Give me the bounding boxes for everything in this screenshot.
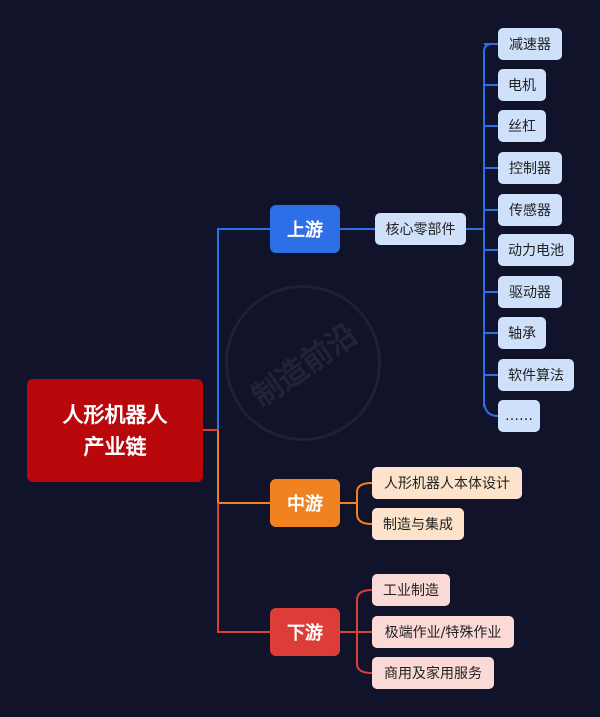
component-item: 传感器 bbox=[498, 194, 562, 226]
downstream-links bbox=[340, 589, 373, 674]
midstream-item: 制造与集成 bbox=[372, 508, 464, 540]
midstream-links bbox=[340, 482, 373, 525]
root-title-line2: 产业链 bbox=[83, 434, 147, 459]
component-item: 动力电池 bbox=[498, 234, 574, 266]
stage-downstream: 下游 bbox=[270, 608, 340, 656]
downstream-item: 极端作业/特殊作业 bbox=[372, 616, 514, 648]
component-item-more: …… bbox=[498, 400, 540, 432]
stage-midstream: 中游 bbox=[270, 479, 340, 527]
component-item: 丝杠 bbox=[498, 110, 546, 142]
watermark-seal: 制造前沿 bbox=[225, 285, 381, 441]
component-item: 减速器 bbox=[498, 28, 562, 60]
component-item: 轴承 bbox=[498, 317, 546, 349]
midstream-item: 人形机器人本体设计 bbox=[372, 467, 522, 499]
root-title-line1: 人形机器人 bbox=[62, 402, 168, 427]
link-root-upstream bbox=[203, 228, 270, 431]
component-links bbox=[466, 42, 499, 417]
downstream-item: 工业制造 bbox=[372, 574, 450, 606]
component-item: 控制器 bbox=[498, 152, 562, 184]
component-item: 电机 bbox=[498, 69, 546, 101]
component-item: 驱动器 bbox=[498, 276, 562, 308]
downstream-item: 商用及家用服务 bbox=[372, 657, 494, 689]
component-item: 软件算法 bbox=[498, 359, 574, 391]
group-core-components: 核心零部件 bbox=[375, 213, 466, 245]
link-root-downstream bbox=[217, 503, 270, 633]
stage-upstream: 上游 bbox=[270, 205, 340, 253]
root-node: 人形机器人 产业链 bbox=[27, 379, 203, 482]
link-root-midstream bbox=[217, 430, 270, 504]
